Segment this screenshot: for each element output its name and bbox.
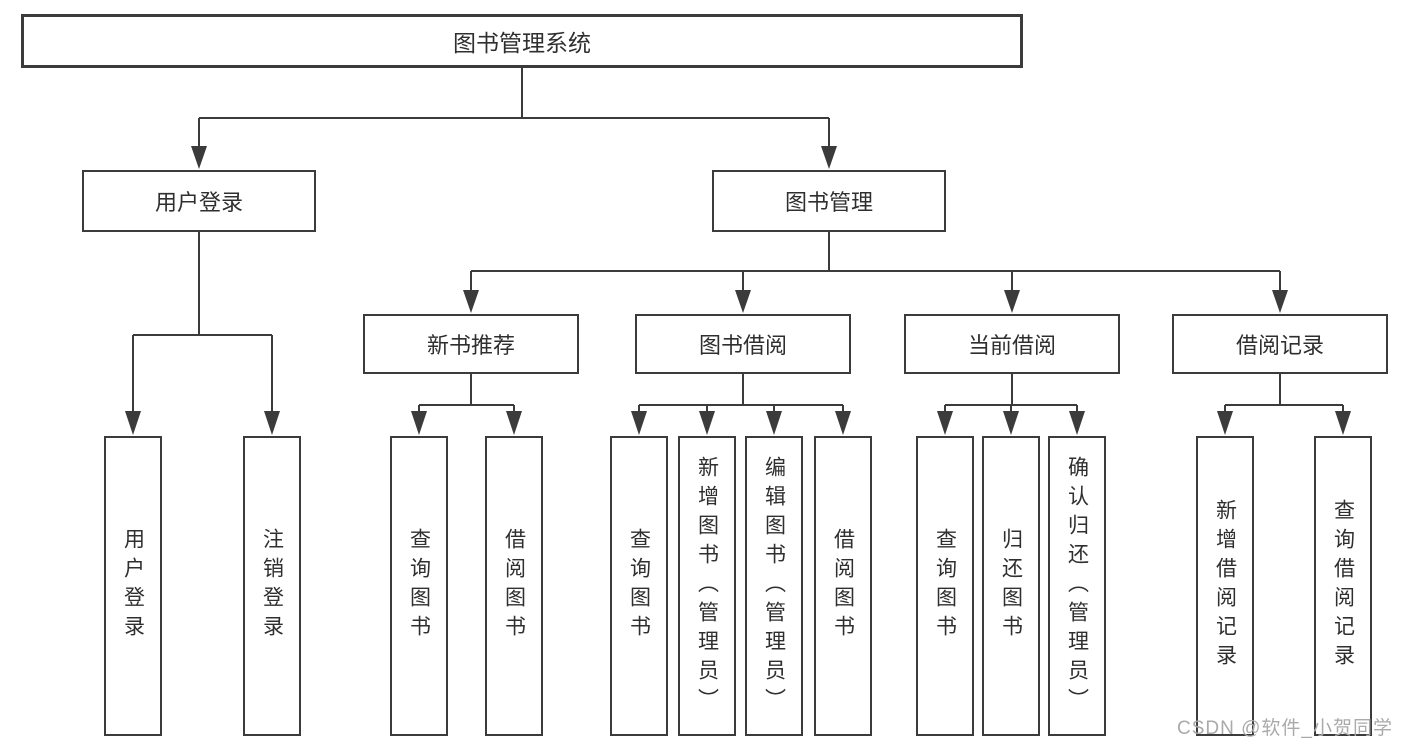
node-user-login: 用户登录 — [82, 170, 316, 232]
leaf-label: 借阅图书 — [502, 528, 526, 644]
node-borrowing-records: 借阅记录 — [1172, 314, 1388, 374]
node-book-borrowing: 图书借阅 — [635, 314, 851, 374]
leaf-confirm-return-admin: 确认归还（管理员） — [1048, 436, 1106, 736]
node-current-borrowing: 当前借阅 — [904, 314, 1120, 374]
leaf-query-books-current: 查询图书 — [916, 436, 974, 736]
leaf-edit-book-admin: 编辑图书（管理员） — [745, 436, 803, 736]
leaf-add-book-admin: 新增图书（管理员） — [678, 436, 736, 736]
tree-edges — [132, 68, 1344, 415]
leaf-label: 注销登录 — [260, 528, 284, 644]
node-book-management: 图书管理 — [712, 170, 946, 232]
leaf-label: 查询图书 — [933, 528, 957, 644]
node-library-management-system: 图书管理系统 — [21, 14, 1023, 68]
arrowhead-icons — [125, 146, 1351, 435]
leaf-label: 查询图书 — [407, 528, 431, 644]
leaf-label: 归还图书 — [999, 528, 1023, 644]
leaf-query-borrow-record: 查询借阅记录 — [1314, 436, 1372, 736]
leaf-query-books-borrow: 查询图书 — [610, 436, 668, 736]
leaf-user-login: 用户登录 — [104, 436, 162, 736]
leaf-label: 查询借阅记录 — [1331, 499, 1355, 673]
leaf-query-books-recommend: 查询图书 — [390, 436, 448, 736]
leaf-borrow-books-recommend: 借阅图书 — [485, 436, 543, 736]
leaf-label: 查询图书 — [627, 528, 651, 644]
node-new-book-recommend: 新书推荐 — [363, 314, 579, 374]
csdn-watermark: CSDN @软件_小贺同学 — [1177, 718, 1393, 739]
leaf-label: 新增借阅记录 — [1213, 499, 1237, 673]
leaf-borrow-books: 借阅图书 — [814, 436, 872, 736]
leaf-logout: 注销登录 — [243, 436, 301, 736]
leaf-label: 新增图书（管理员） — [695, 455, 719, 717]
leaf-return-book: 归还图书 — [982, 436, 1040, 736]
leaf-label: 用户登录 — [121, 528, 145, 644]
leaf-label: 确认归还（管理员） — [1065, 455, 1089, 717]
leaf-add-borrow-record: 新增借阅记录 — [1196, 436, 1254, 736]
leaf-label: 编辑图书（管理员） — [762, 455, 786, 717]
leaf-label: 借阅图书 — [831, 528, 855, 644]
